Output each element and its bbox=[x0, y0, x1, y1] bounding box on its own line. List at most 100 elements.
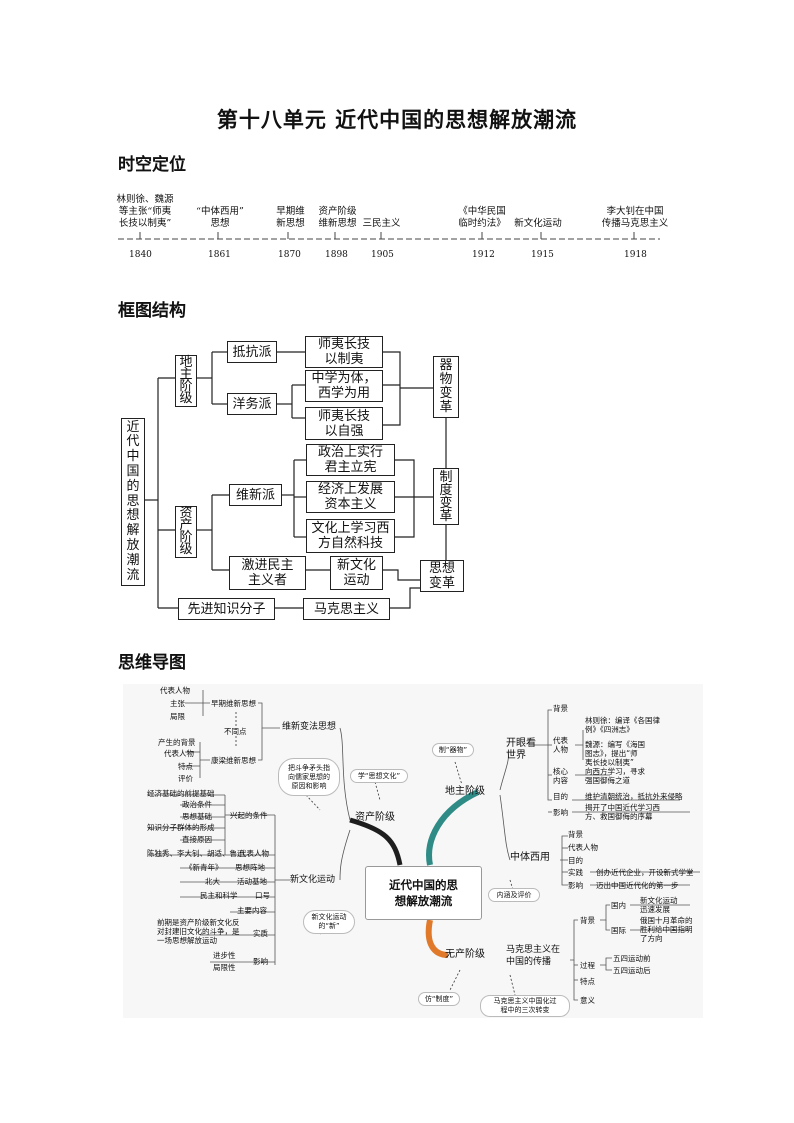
framework-bourgeois-box: 资 产 阶 级 bbox=[175, 506, 197, 558]
mindmap-bubble-zhidu: 仿“制度” bbox=[418, 992, 460, 1006]
framework-shiyi-ziqiang-box: 师夷长技 以自强 bbox=[305, 407, 383, 440]
mm-mk-beijing: 背景 bbox=[580, 916, 595, 925]
mm-l-zhuzhang: 主张 bbox=[170, 699, 185, 708]
timeline-year: 1918 bbox=[624, 250, 647, 260]
timeline-year: 1861 bbox=[208, 250, 231, 260]
mm-l-renwu: 陈独秀、李大钊、胡适、鲁迅 bbox=[147, 849, 245, 858]
mm-l-zhengzhi: 政治条件 bbox=[182, 800, 212, 809]
mindmap-weixin: 维新变法思想 bbox=[282, 722, 337, 732]
section-timeline-heading: 时空定位 bbox=[118, 155, 186, 175]
mm-mk-tedian: 特点 bbox=[580, 977, 595, 986]
mm-zt-shijian-text: 创办近代企业，开设新式学堂 bbox=[596, 868, 694, 877]
timeline-event-label: “中体西用” 思想 bbox=[196, 206, 244, 229]
mm-l-jidi: 活动基地 bbox=[237, 877, 267, 886]
mm-l-minzhu: 民主和科学 bbox=[200, 891, 238, 900]
mm-mk-guonei: 国内 bbox=[611, 901, 626, 910]
mm-l-jinbu: 进步性 bbox=[213, 951, 236, 960]
mindmap-bubble-neihan: 内涵及评价 bbox=[488, 888, 540, 902]
mm-r-daibiao: 代表 人物 bbox=[553, 736, 568, 754]
mm-r-hexin: 核心 内容 bbox=[553, 767, 568, 785]
mm-l-jingji: 经济基础的前提基础 bbox=[147, 789, 215, 798]
mm-l-xinqingnian: 《新青年》 bbox=[185, 863, 223, 872]
mm-l-shizhi: 前期是资产阶级新文化反 对封建旧文化的斗争，是 一场思想解放运动 bbox=[157, 918, 240, 945]
mm-r-mudi: 目的 bbox=[553, 792, 568, 801]
mm-r-mudi-text: 维护清朝统治，抵抗外来侵略 bbox=[585, 792, 683, 801]
framework-intellectuals-box: 先进知识分子 bbox=[178, 598, 275, 620]
mm-l-zhishi: 知识分子群体的形成 bbox=[147, 823, 215, 832]
framework-resist-box: 抵抗派 bbox=[227, 341, 277, 363]
mm-l-tedian: 特点 bbox=[178, 762, 193, 771]
mindmap-zhongti: 中体西用 bbox=[510, 852, 550, 863]
framework-reform-box: 维新派 bbox=[229, 484, 282, 506]
timeline-event-label: 《中华民国 临时约法》 bbox=[458, 206, 506, 229]
timeline-event-label: 早期维 新思想 bbox=[276, 206, 305, 229]
mm-l-beida: 北大 bbox=[205, 877, 220, 886]
framework-root-box: 近 代 中 国 的 思 想 解 放 潮 流 bbox=[121, 418, 145, 586]
framework-shiyi-zhiyi-box: 师夷长技 以制夷 bbox=[305, 336, 383, 368]
page-title: 第十八单元 近代中国的思想解放潮流 bbox=[216, 107, 578, 132]
timeline-year: 1840 bbox=[129, 250, 152, 260]
mm-r-linzexu: 林则徐：编译《各国律 例》《四洲志》 bbox=[585, 716, 660, 734]
section-framework-heading: 框图结构 bbox=[118, 301, 186, 321]
section-mindmap-heading: 思维导图 bbox=[118, 653, 186, 673]
timeline-year: 1912 bbox=[472, 250, 495, 260]
mm-l-daibiaorenwu: 代表人物 bbox=[239, 849, 269, 858]
mindmap-bubble-sixiang: 学“思想文化” bbox=[350, 769, 408, 783]
mm-mk-guocheng: 过程 bbox=[580, 961, 595, 970]
mm-l-yingxiang: 影响 bbox=[253, 957, 268, 966]
framework-marxism-box: 马克思主义 bbox=[303, 598, 390, 620]
framework-radical-box: 激进民主 主义者 bbox=[229, 556, 306, 590]
timeline-event-label: 新文化运动 bbox=[514, 218, 562, 229]
framework-qiwu-box: 器 物 变 革 bbox=[433, 356, 459, 418]
mm-zt-daibiao: 代表人物 bbox=[568, 843, 598, 852]
timeline-year: 1898 bbox=[325, 250, 348, 260]
framework-zhongti-xiyong-box: 中学为体， 西学为用 bbox=[305, 370, 383, 402]
framework-zhidu-box: 制 度 变 革 bbox=[433, 468, 459, 525]
framework-sixiang-box: 思想 变革 bbox=[420, 560, 464, 592]
mindmap-bubble-sanci: 马克思主义中国化过 程中的三次转变 bbox=[480, 995, 570, 1017]
mm-l-zhendi: 思想阵地 bbox=[235, 863, 265, 872]
mm-l-juxianxing: 局限性 bbox=[213, 963, 236, 972]
timeline-event-label: 资产阶级 维新思想 bbox=[318, 206, 357, 229]
mm-l-pingjia: 评价 bbox=[178, 774, 193, 783]
mm-r-weiyuan: 魏源：编写《海国 图志》，提出“师 夷长技以制夷” bbox=[585, 740, 645, 767]
framework-westernization-box: 洋务派 bbox=[227, 393, 277, 415]
timeline-event-label: 林则徐、魏源 等主张“师夷 长技以制夷” bbox=[116, 194, 174, 229]
framework-newculture-box: 新文化 运动 bbox=[330, 556, 383, 590]
mm-zt-yingxiang-text: 迈出中国近代化的第一步 bbox=[596, 881, 679, 890]
framework-landlord-box: 地 主 阶 级 bbox=[175, 355, 197, 407]
mm-mk-yiyi: 意义 bbox=[580, 996, 595, 1005]
mm-r-hexin-text: 向西方学习，寻求 强国御侮之道 bbox=[585, 767, 645, 785]
mindmap-bubble-zhiqi: 制“器物” bbox=[432, 743, 474, 757]
mm-l-daibiao2: 代表人物 bbox=[164, 749, 194, 758]
timeline-year: 1870 bbox=[278, 250, 301, 260]
mm-l-butong: 不同点 bbox=[224, 727, 247, 736]
mindmap-bourgeois: 资产阶级 bbox=[355, 812, 395, 823]
mm-l-shijian: 实质 bbox=[253, 929, 268, 938]
timeline-event-label: 李大钊在中国 传播马克思主义 bbox=[601, 206, 669, 229]
framework-politics-box: 政治上实行 君主立宪 bbox=[306, 444, 395, 476]
timeline-year: 1915 bbox=[531, 250, 554, 260]
mm-mk-wusi-qian: 五四运动前 bbox=[613, 954, 651, 963]
mindmap-bubble-xin: 新文化运动 的“新” bbox=[303, 910, 355, 934]
timeline-event-label: 三民主义 bbox=[362, 218, 401, 229]
mm-l-sixiangjichu: 思想基础 bbox=[182, 812, 212, 821]
mm-l-beijing: 产生的背景 bbox=[158, 738, 196, 747]
mm-l-zhuyao: 主要内容 bbox=[237, 906, 267, 915]
mindmap-xinwenhua: 新文化运动 bbox=[290, 875, 336, 885]
mindmap-bubble-shengzhe: 把斗争矛头指 向儒家思想的 原因和影响 bbox=[278, 758, 340, 796]
mm-l-zhuti: 直接原因 bbox=[182, 835, 212, 844]
mindmap-proletariat: 无产阶级 bbox=[445, 949, 485, 960]
mindmap-landlord: 地主阶级 bbox=[445, 786, 485, 797]
mm-zt-shijian: 实践 bbox=[568, 868, 583, 877]
mm-mk-guonei-text: 新文化运动 迅速发展 bbox=[640, 896, 678, 914]
framework-economy-box: 经济上发展 资本主义 bbox=[306, 481, 395, 513]
mm-mk-guoji-text: 俄国十月革命的 胜利给中国指明 了方向 bbox=[640, 916, 693, 943]
mindmap-center: 近代中国的思 想解放潮流 bbox=[365, 866, 482, 920]
mm-mk-wusi-hou: 五四运动后 bbox=[613, 966, 651, 975]
mm-r-yingxiang-text: 揭开了中国近代学习西 方、救国御侮的序幕 bbox=[585, 803, 660, 821]
timeline-year: 1905 bbox=[371, 250, 394, 260]
